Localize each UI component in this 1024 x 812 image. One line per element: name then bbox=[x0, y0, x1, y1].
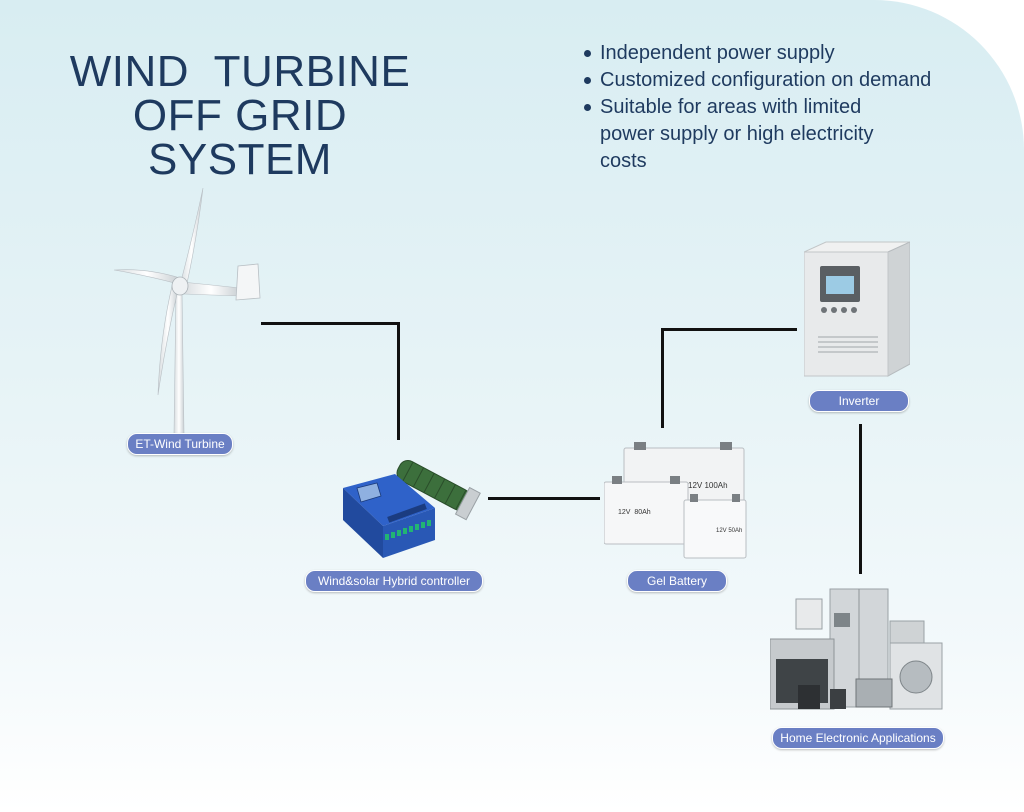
controller-label: Wind&solar Hybrid controller bbox=[305, 570, 483, 592]
inverter-icon bbox=[804, 241, 910, 377]
connector-controller-battery bbox=[488, 497, 600, 500]
connector-inverter-appliances bbox=[859, 424, 862, 574]
feature-item: Independent power supply bbox=[580, 40, 931, 67]
battery-label: Gel Battery bbox=[627, 570, 727, 592]
feature-list: Independent power supply Customized conf… bbox=[580, 40, 931, 175]
connector-battery-inverter-v bbox=[661, 328, 664, 428]
battery-label-small: 12V 50Ah bbox=[716, 528, 742, 534]
home-appliances-icon bbox=[770, 588, 943, 710]
connector-turbine-controller-h bbox=[261, 322, 400, 325]
feature-item: Suitable for areas with limited power su… bbox=[580, 94, 920, 175]
title-line-1: WIND TURBINE bbox=[69, 47, 411, 96]
page-title: WIND TURBINE OFF GRID SYSTEM bbox=[40, 50, 440, 182]
wind-turbine-icon bbox=[113, 187, 261, 436]
gel-battery-icon: 12V 100Ah 12V 80Ah 12V 50Ah bbox=[604, 442, 747, 559]
appliances-label: Home Electronic Applications bbox=[772, 727, 944, 749]
title-line-2: OFF GRID SYSTEM bbox=[132, 91, 348, 184]
connector-battery-inverter-h bbox=[661, 328, 797, 331]
battery-label-medium: 12V 80Ah bbox=[618, 509, 651, 516]
inverter-label: Inverter bbox=[809, 390, 909, 412]
connector-turbine-controller-v bbox=[397, 322, 400, 440]
feature-item: Customized configuration on demand bbox=[580, 67, 931, 94]
hybrid-controller-icon bbox=[343, 459, 481, 558]
battery-label-large: 12V 100Ah bbox=[688, 481, 728, 490]
turbine-label: ET-Wind Turbine bbox=[127, 433, 233, 455]
